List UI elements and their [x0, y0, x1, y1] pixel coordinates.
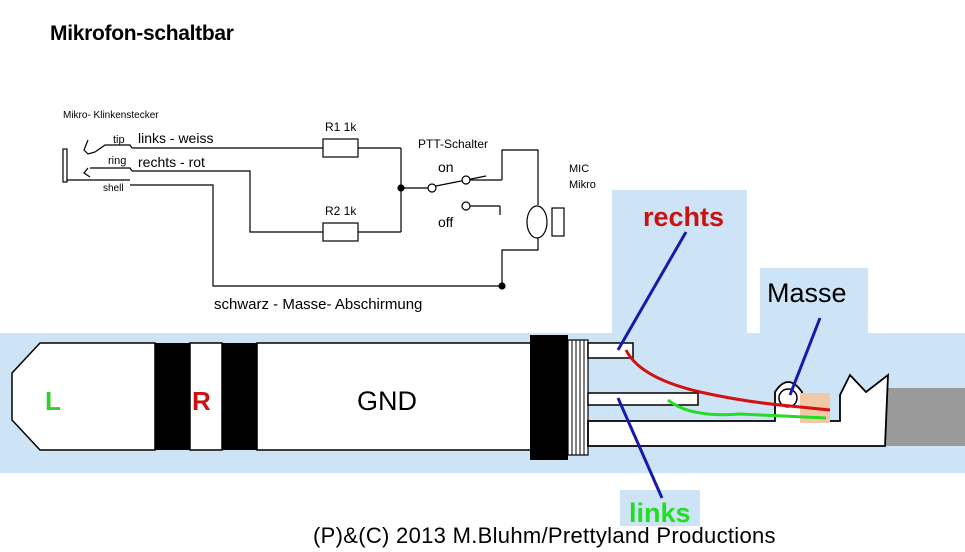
- plug-label: Mikro- Klinkenstecker: [63, 110, 159, 121]
- r1-label: R1 1k: [325, 120, 357, 134]
- lug-links: [587, 392, 699, 406]
- wire-tip-label: links - weiss: [138, 130, 213, 146]
- tip-line: [94, 144, 133, 153]
- contact-shell-label: shell: [103, 183, 124, 194]
- microphone-icon: [526, 205, 565, 239]
- wire-ring: [132, 170, 305, 233]
- plug-collar: [530, 335, 568, 460]
- copyright-credit: (P)&(C) 2013 M.Bluhm/Prettyland Producti…: [313, 523, 776, 548]
- contact-ring-label: ring: [108, 155, 126, 167]
- jack-plug: L R GND rechts links Masse: [11, 202, 965, 528]
- switch-off-contact: [461, 201, 471, 211]
- tip-letter: L: [45, 386, 61, 416]
- sleeve-label: GND: [357, 386, 417, 416]
- switch-common-contact: [427, 183, 437, 193]
- insulator-1: [155, 343, 190, 450]
- jack-symbol-icon: [62, 139, 130, 183]
- schematic: [62, 138, 565, 290]
- callout-line-rechts: [616, 231, 688, 351]
- mic-label: MIC: [569, 163, 589, 175]
- mic-label-2: Mikro: [569, 179, 596, 191]
- switch-off-label: off: [438, 214, 453, 230]
- cable: [885, 388, 965, 446]
- lug-masse: [587, 373, 889, 447]
- green-wire: [667, 398, 827, 420]
- switch-on-label: on: [438, 159, 454, 175]
- callout-line-links: [616, 397, 664, 499]
- contact-tip-label: tip: [113, 134, 125, 146]
- callout-links: links: [629, 498, 691, 528]
- wire-ground: [130, 184, 502, 287]
- callout-rechts: rechts: [643, 202, 724, 232]
- plug-tip: [11, 342, 156, 451]
- page-title: Mikrofon-schaltbar: [50, 22, 234, 45]
- wire-ring-label: rechts - rot: [138, 154, 205, 170]
- thread-ring: [567, 339, 589, 456]
- ground-wire-label: schwarz - Masse- Abschirmung: [214, 296, 422, 313]
- callout-line-masse: [788, 317, 822, 396]
- switch-label: PTT-Schalter: [418, 137, 488, 151]
- callout-masse: Masse: [767, 278, 847, 308]
- switch-on-contact: [461, 175, 471, 185]
- resistor-r1: [322, 138, 359, 158]
- red-wire: [624, 349, 831, 412]
- plug-sleeve: [256, 342, 533, 451]
- insulator-2: [222, 343, 257, 450]
- ring-letter: R: [192, 386, 211, 416]
- r2-label: R2 1k: [325, 204, 357, 218]
- ring-line: [90, 167, 133, 172]
- lug-rechts: [587, 342, 634, 359]
- resistor-r2: [322, 222, 359, 242]
- switch-lever: [435, 175, 487, 187]
